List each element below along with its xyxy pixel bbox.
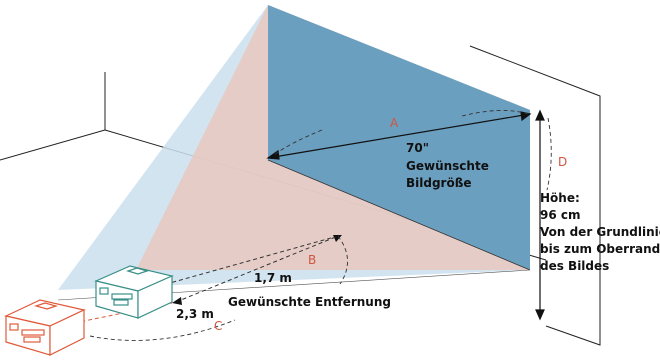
label-a: A — [390, 116, 399, 130]
height-arrow — [535, 109, 545, 321]
diagonal-size-label: 70" — [406, 141, 429, 155]
distance-near-line — [151, 235, 342, 289]
image-size-label-line2: Bildgröße — [406, 176, 471, 190]
arc-c — [89, 319, 236, 341]
desired-distance-label: Gewünschte Entfernung — [228, 295, 391, 309]
beam-floor-line — [267, 159, 531, 271]
image-size-label-line1: Gewünschte — [406, 159, 489, 173]
arc-d — [546, 117, 552, 191]
room-left-corner — [0, 72, 106, 161]
distance-far-label: 2,3 m — [176, 307, 214, 321]
arc-a-left — [273, 129, 323, 156]
room-right-wall — [469, 45, 601, 346]
height-label-line3: Von der Grundlinie — [540, 225, 660, 239]
arc-a-right — [461, 109, 529, 117]
label-c: C — [214, 319, 222, 333]
label-d: D — [558, 155, 567, 169]
projector-near — [94, 265, 174, 319]
projection-screen — [268, 5, 530, 270]
distance-near-label: 1,7 m — [254, 271, 292, 285]
label-b: B — [308, 253, 316, 267]
height-label-line2: 96 cm — [540, 208, 581, 222]
height-label-line1: Höhe: — [540, 191, 580, 205]
distance-far-line — [172, 235, 339, 305]
height-label-line4: bis zum Oberrand — [540, 242, 660, 256]
projector-far — [4, 299, 86, 356]
height-label-line5: des Bildes — [540, 259, 609, 273]
